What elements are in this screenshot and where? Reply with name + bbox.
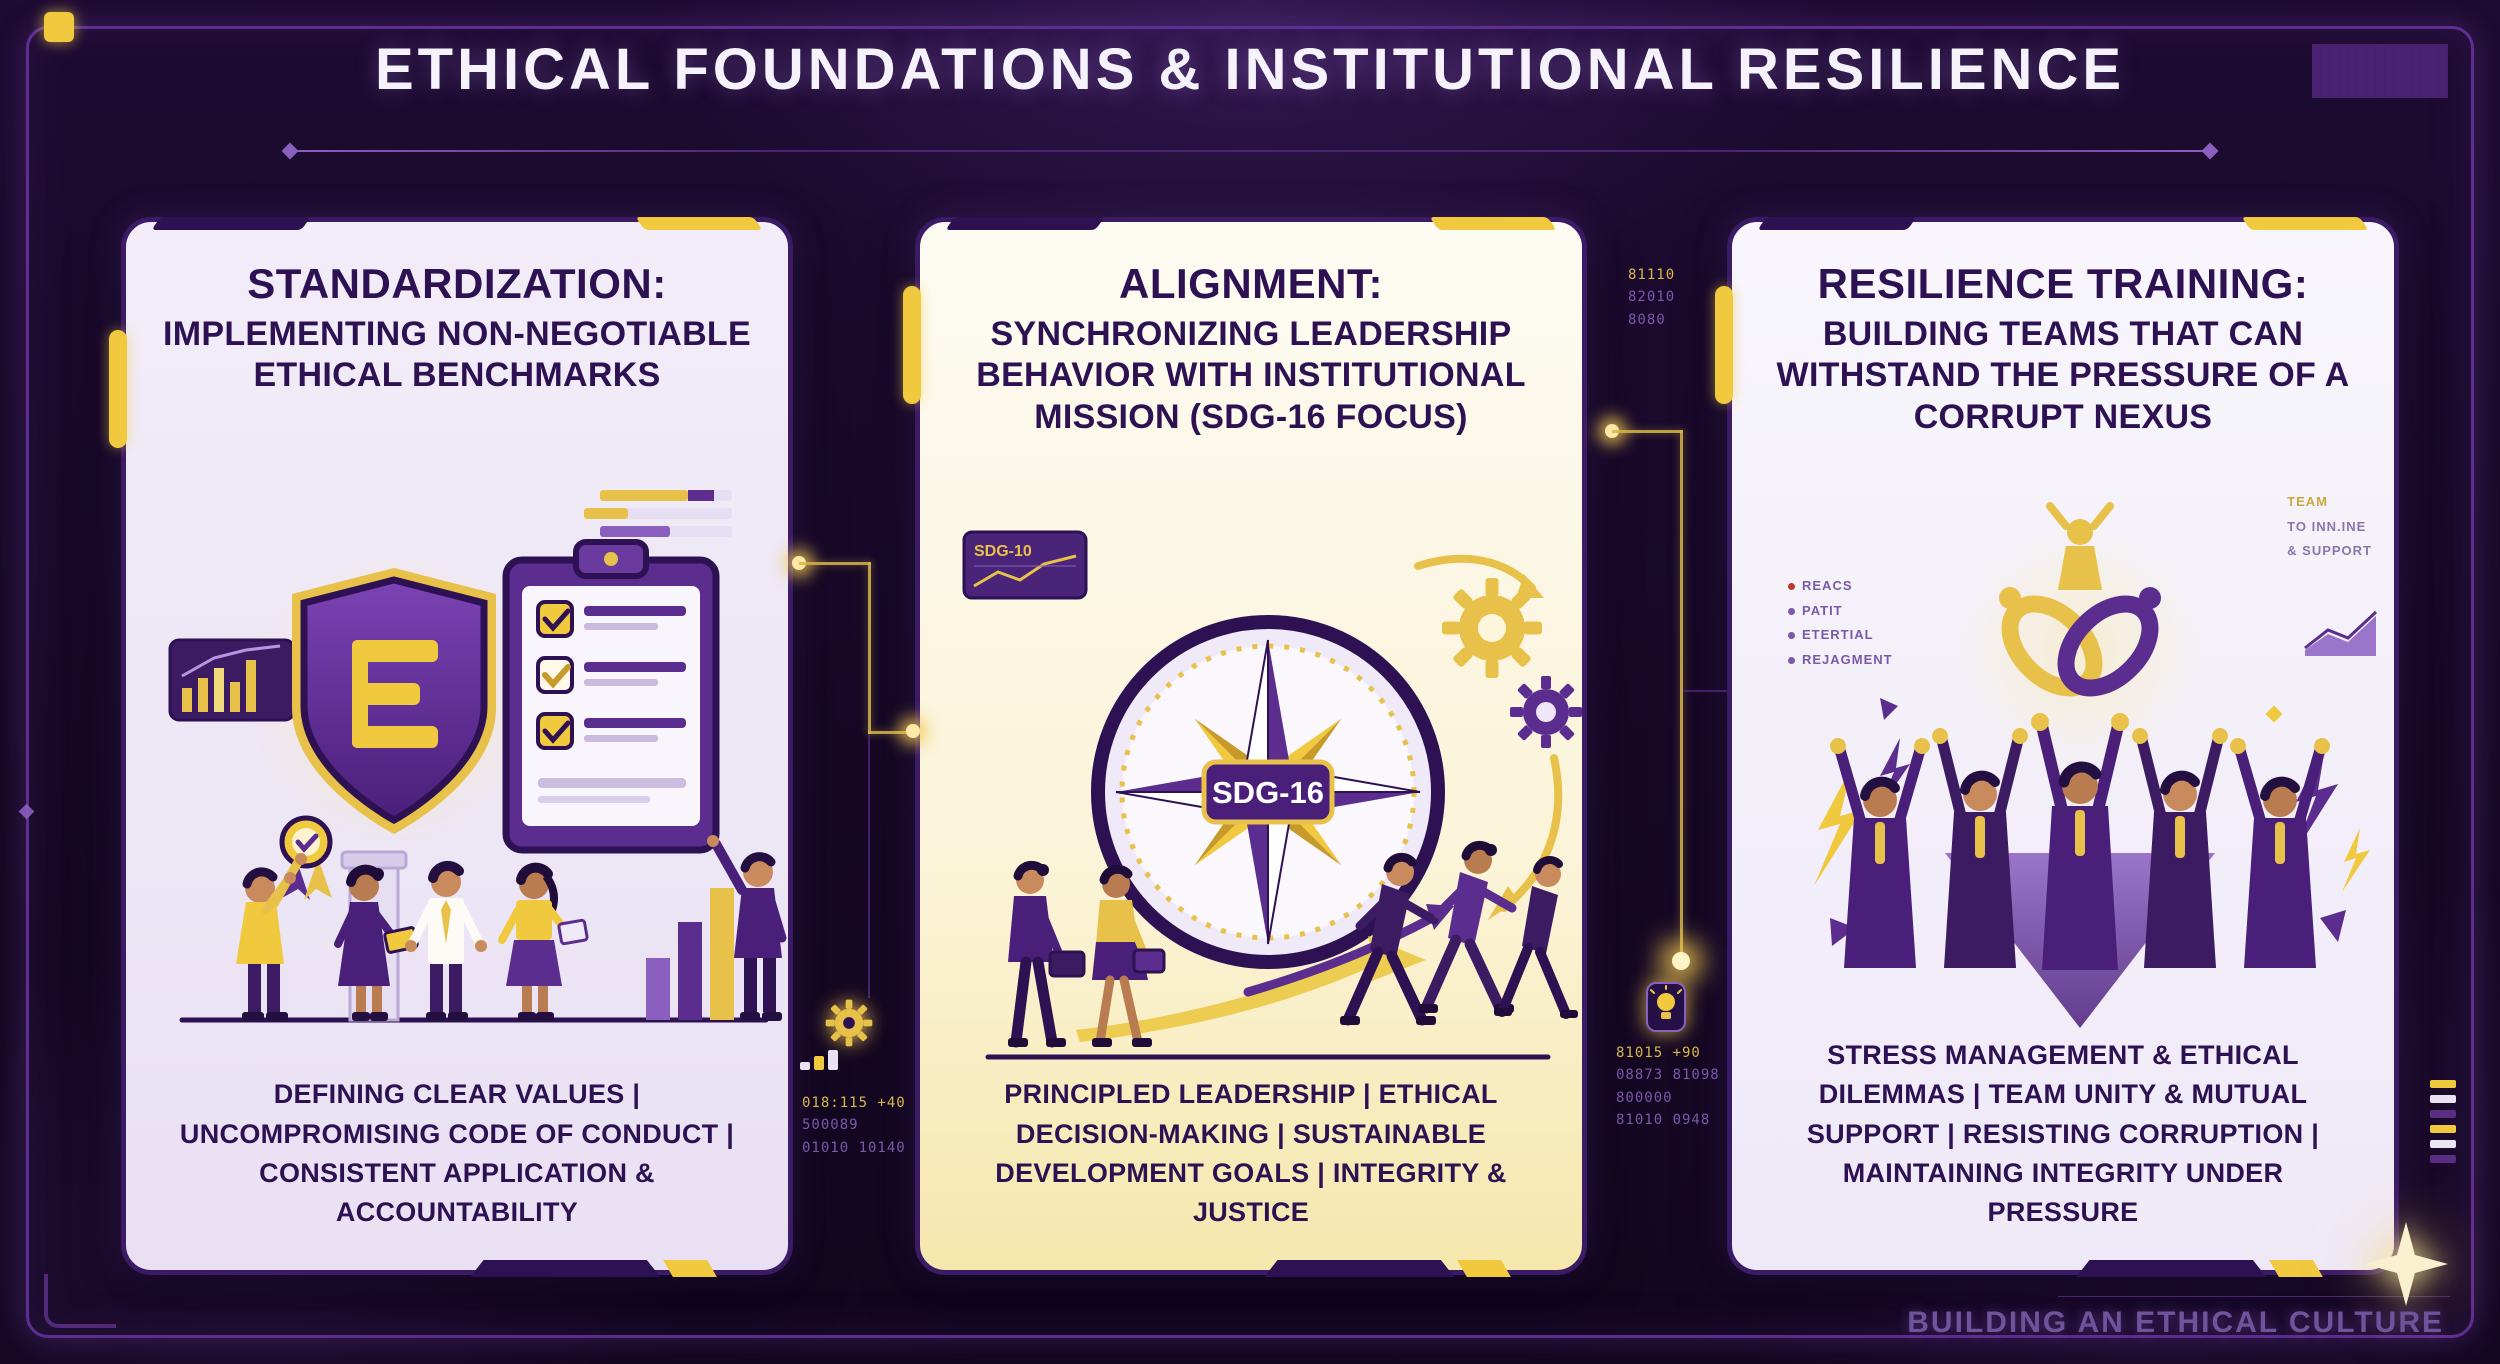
card-corner-wedge (945, 217, 1105, 230)
card-side-tab (903, 286, 921, 404)
team-member (2132, 728, 2228, 968)
card3-subheading: BUILDING TEAMS THAT CAN WITHSTAND THE PR… (1776, 315, 2350, 436)
card-corner-wedge-yellow (1429, 217, 1557, 230)
card1-footer: DEFINING CLEAR VALUES | UNCOMPROMISING C… (179, 1079, 735, 1227)
curved-arrow-top (1414, 554, 1544, 598)
card-alignment: ALIGNMENT: SYNCHRONIZING LEADERSHIP BEHA… (903, 217, 1587, 1277)
person-pointing (707, 835, 787, 1021)
sparkle-star-icon (2364, 1222, 2448, 1306)
connector-node (906, 724, 920, 738)
card-bottom-notch (470, 1260, 661, 1277)
card2-footer: PRINCIPLED LEADERSHIP | ETHICAL DECISION… (995, 1079, 1507, 1227)
gear-small-icon (1510, 676, 1582, 748)
gear-icon (825, 999, 873, 1047)
connector-line (1680, 430, 1683, 962)
compass-icon: SDG-16 (1091, 615, 1445, 969)
standardization-illustration (168, 490, 787, 1023)
shield-icon (292, 568, 496, 834)
card3-right-annotations: TEAM TO INN.INE & SUPPORT (2287, 494, 2372, 559)
shard-accents (1830, 698, 2346, 946)
runner-1 (1340, 852, 1439, 1026)
digit-decoration-top: 81110 82010 8080 (1628, 267, 1676, 328)
connector-node-glow (1672, 952, 1690, 970)
connector-line (1612, 430, 1682, 433)
sdg10-label: SDG-10 (974, 543, 1032, 560)
card-resilience-training: RESILIENCE TRAINING: BUILDING TEAMS THAT… (1715, 217, 2399, 1277)
resilience-illustration (1814, 502, 2378, 1028)
card3-left-annotations: REACS PATIT ETERTIAL REJAGMENT (1788, 574, 1893, 673)
mini-wave-chart (2304, 610, 2378, 656)
person-with-clipboard (498, 862, 589, 1021)
person-with-tablet (334, 864, 419, 1021)
title-underline (292, 150, 2208, 152)
step-blocks-decoration (800, 1050, 838, 1070)
award-ribbon-icon (279, 815, 333, 900)
runner-2 (1418, 840, 1517, 1014)
card1-subheading: IMPLEMENTING NON-NEGOTIABLE ETHICAL BENC… (163, 315, 751, 395)
dot-matrix-decoration (2312, 44, 2448, 98)
digit-decoration-bottom-mid: 81015 +90 08873 81098 800000 81010 0948 (1616, 1045, 1720, 1129)
walker-1 (1008, 860, 1086, 1048)
gear-large-icon (1442, 578, 1542, 678)
footer-tagline: BUILDING AN ETHICAL CULTURE (1907, 1306, 2444, 1339)
alignment-illustration: SDG-10 SDG-16 (962, 530, 1582, 1060)
card-corner-wedge-yellow (635, 217, 763, 230)
card-bottom-notch (2076, 1260, 2267, 1277)
tagline-divider (2058, 1296, 2450, 1297)
growth-bars (646, 888, 734, 1020)
outer-frame (26, 26, 2474, 1338)
card-side-tab (109, 330, 127, 448)
team-member-center (2031, 713, 2129, 970)
dash-stack-decoration (2430, 1080, 2456, 1163)
card1-heading: STANDARDIZATION: (247, 260, 667, 307)
connector-line (799, 562, 871, 565)
digit-decoration-bottom-left: 018:115 +40 500089 01010 10140 (802, 1095, 906, 1156)
card3-heading: RESILIENCE TRAINING: (1817, 260, 2309, 307)
team-member (1932, 728, 2028, 968)
clipboard-checklist-icon (502, 539, 720, 854)
page-title: ETHICAL FOUNDATIONS & INSTITUTIONAL RESI… (374, 37, 2126, 102)
card-side-tab (1715, 286, 1733, 404)
lightbulb-badge-icon (1646, 982, 1686, 1032)
sdg10-mini-chart: SDG-10 (962, 530, 1088, 600)
card-bottom-notch-accent (1457, 1260, 1512, 1277)
mini-progress-bars-icon (584, 490, 732, 537)
card-bottom-notch-accent (663, 1260, 718, 1277)
card2-subheading: SYNCHRONIZING LEADERSHIP BEHAVIOR WITH I… (976, 315, 1526, 436)
connector-line-faint (1683, 690, 1727, 692)
team-member (2230, 738, 2330, 968)
team-row (1830, 713, 2330, 970)
connector-line (868, 731, 918, 734)
card2-heading: ALIGNMENT: (1119, 260, 1383, 307)
sdg16-badge-label: SDG-16 (1212, 775, 1324, 810)
person-reaching (236, 853, 307, 1021)
card-corner-wedge (151, 217, 311, 230)
runner-3 (1494, 856, 1578, 1019)
card-corner-wedge-yellow (2241, 217, 2369, 230)
connector-line-faint (868, 734, 870, 998)
card-bottom-notch-accent (2269, 1260, 2324, 1277)
card-bottom-notch (1264, 1260, 1455, 1277)
connector-line (868, 562, 871, 734)
interlocked-figures-knot (1999, 502, 2161, 697)
walker-2 (1092, 864, 1166, 1047)
card-standardization: STANDARDIZATION: IMPLEMENTING NON-NEGOTI… (109, 217, 793, 1277)
person-shirt-tie (405, 860, 487, 1021)
card-corner-wedge (1757, 217, 1917, 230)
mini-bar-chart-icon (168, 638, 296, 722)
corner-accent-square (44, 12, 74, 42)
team-member (1830, 738, 1930, 968)
bottom-left-bracket (44, 1274, 116, 1328)
card3-footer: STRESS MANAGEMENT & ETHICAL DILEMMAS | T… (1806, 1040, 2320, 1227)
knot-glow (1955, 523, 2205, 773)
